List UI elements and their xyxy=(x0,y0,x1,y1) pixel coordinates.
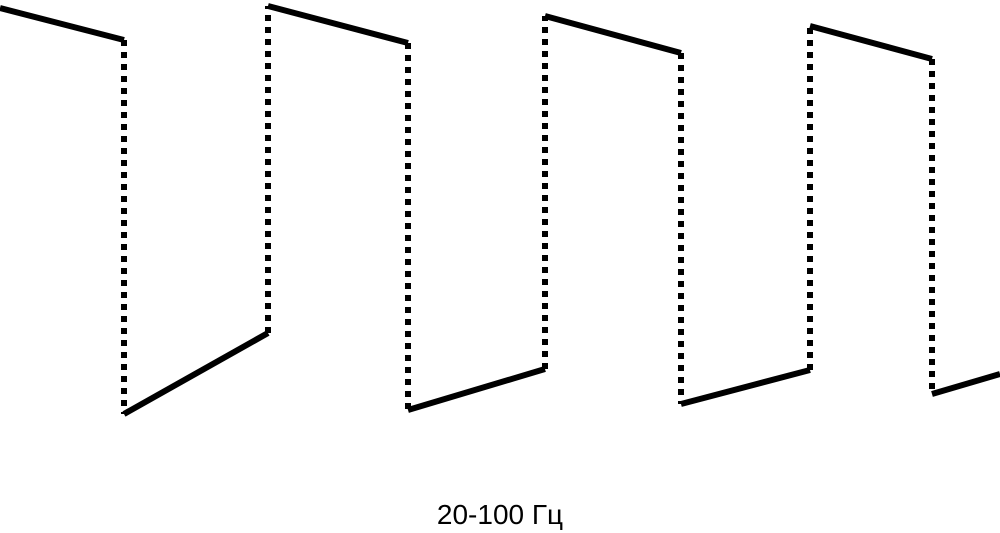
wave-bottom-segment xyxy=(931,371,1000,397)
wave-bottom-segment xyxy=(122,330,270,417)
wave-top-segment xyxy=(544,13,682,56)
wave-top-segment xyxy=(0,5,125,43)
wave-top-segment xyxy=(809,23,933,62)
wave-bottom-segment xyxy=(407,366,546,413)
wave-bottom-segment xyxy=(680,367,811,407)
wave-top-segment xyxy=(267,3,409,46)
frequency-caption: 20-100 Гц xyxy=(436,499,564,530)
